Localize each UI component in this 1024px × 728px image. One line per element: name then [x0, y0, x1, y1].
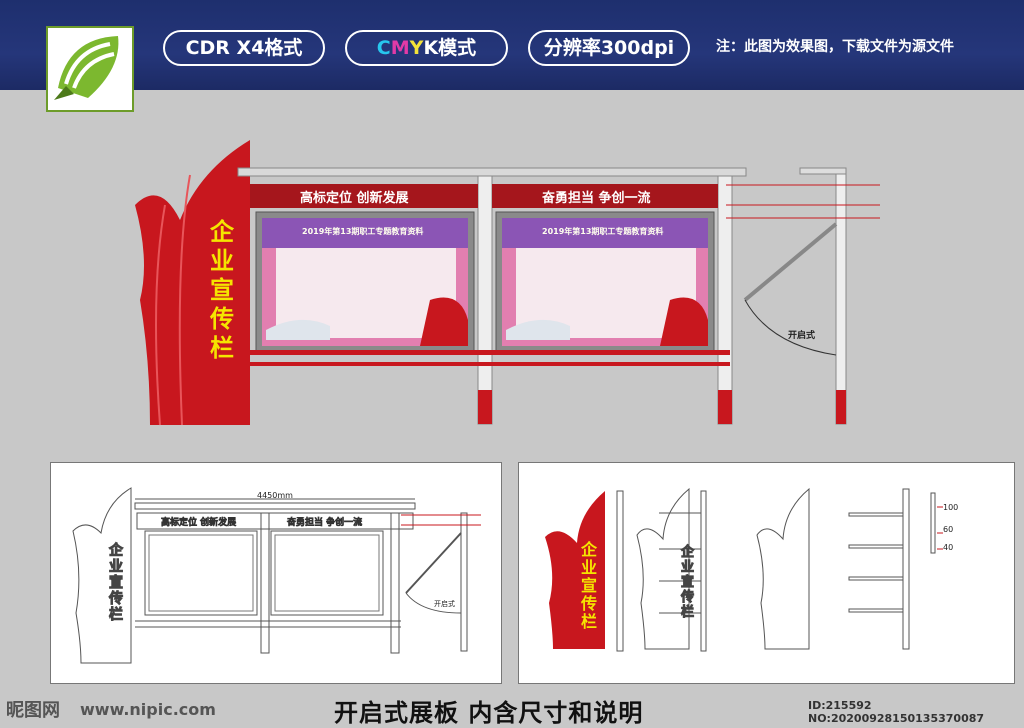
component-vertical-title: 企业宣传栏	[581, 540, 598, 631]
line-drawing-panel: 4450mm 开启式 企业宣传栏 高标定位 创新发展 奋勇担当 争创一流	[50, 462, 502, 684]
open-style-label: 开启式	[788, 331, 816, 341]
right-banner-text: 奋勇担当 争创一流	[542, 191, 651, 206]
right-poster-title: 2019年第13期职工专题教育资料	[542, 227, 664, 236]
billboard-render	[135, 140, 880, 426]
component-outline-title: 企业宣传栏	[681, 545, 695, 621]
watermark-site: www.nipic.com	[80, 700, 216, 719]
coreldraw-logo-icon	[46, 26, 134, 112]
left-banner-text: 高标定位 创新发展	[300, 191, 409, 206]
watermark-logo: 昵图网	[6, 700, 60, 721]
format-pill: CDR X4格式	[163, 30, 325, 66]
drawing-vertical-title: 企业宣传栏	[109, 543, 124, 624]
left-poster-title: 2019年第13期职工专题教育资料	[302, 227, 424, 236]
resolution-pill: 分辨率300dpi	[528, 30, 690, 66]
image-id: ID:215592 NO:20200928150135370087	[808, 699, 985, 725]
width-dimension: 4450mm	[257, 491, 293, 500]
drawing-right-banner: 奋勇担当 争创一流	[287, 518, 363, 529]
footer-title: 开启式展板 内含尺寸和说明	[334, 699, 644, 727]
drawing-left-banner: 高标定位 创新发展	[161, 518, 237, 529]
dim-40: 40	[943, 543, 954, 552]
header-note: 注：此图为效果图，下载文件为源文件	[716, 39, 954, 55]
dim-60: 60	[943, 525, 954, 534]
vertical-title: 企业宣传栏	[210, 218, 234, 362]
drawing-open-label: 开启式	[434, 600, 455, 608]
color-mode-pill: CMYK模式	[345, 30, 508, 66]
dim-100: 100	[943, 503, 959, 512]
components-panel: 企业宣传栏 企业宣传栏 100 60 40	[518, 462, 1015, 684]
